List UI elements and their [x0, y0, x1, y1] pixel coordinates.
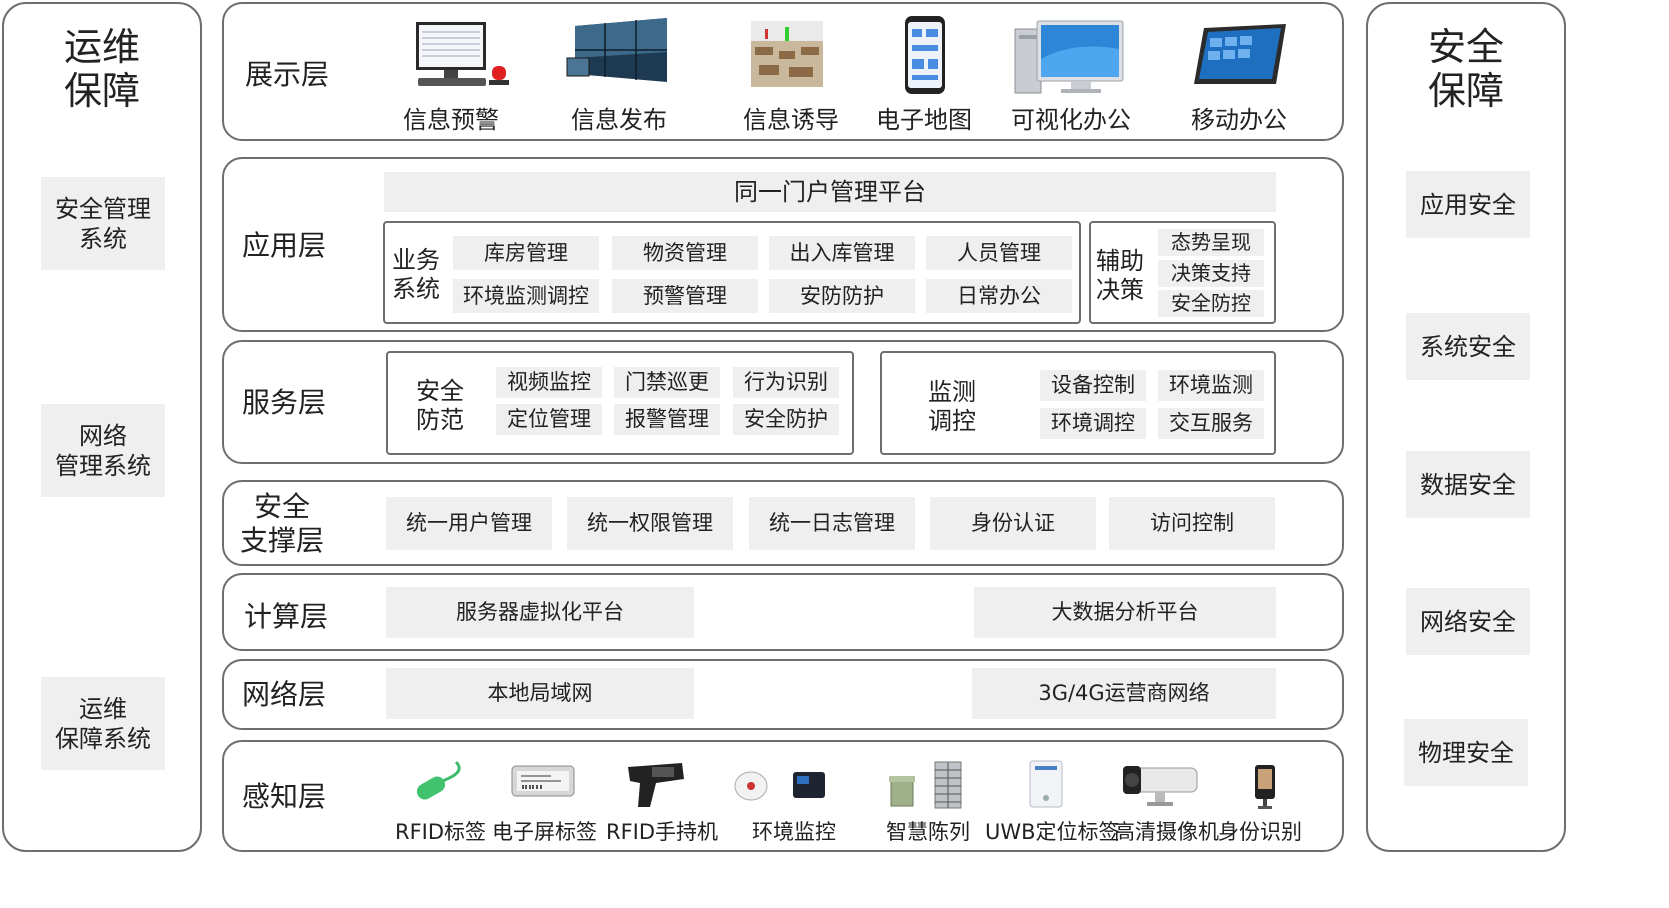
rfid-handheld-label: RFID手持机 [606, 820, 719, 844]
security-prevention-label: 安全 防范 [416, 377, 464, 434]
location-management: 定位管理 [496, 404, 602, 435]
device-control: 设备控制 [1040, 370, 1146, 401]
physical-security: 物理安全 [1404, 719, 1528, 786]
id-recognition-label: 身份识别 [1218, 820, 1302, 844]
decision-support-label: 辅助 决策 [1096, 247, 1144, 304]
warning-management: 预警管理 [612, 279, 758, 313]
service-layer-title: 服务层 [242, 386, 327, 419]
alarm-management: 报警管理 [614, 404, 720, 435]
access-patrol: 门禁巡更 [614, 367, 720, 398]
ops-guarantee-system: 运维保障系统 [41, 677, 165, 770]
big-data-analysis-platform: 大数据分析平台 [974, 587, 1276, 638]
material-management: 物资管理 [612, 236, 758, 270]
ops-guarantee-panel: 运维 保障 安全管理系统 网络管理系统 运维保障系统 [2, 2, 202, 852]
compute-layer-title: 计算层 [244, 600, 329, 633]
tablet-icon [1194, 24, 1286, 84]
e-paper-tag-label: 电子屏标签 [492, 820, 597, 844]
network-security: 网络安全 [1406, 588, 1530, 655]
situation-presentation: 态势呈现 [1158, 229, 1264, 256]
smart-display-label: 智慧陈列 [886, 820, 970, 844]
system-security: 系统安全 [1406, 313, 1530, 380]
app-security: 应用安全 [1406, 171, 1530, 238]
warehouse-management: 库房管理 [453, 236, 599, 270]
unified-permission-management: 统一权限管理 [567, 497, 733, 550]
security-prevention-control: 安全防控 [1158, 290, 1264, 317]
rfid-tag-label: RFID标签 [395, 820, 487, 844]
carrier-network: 3G/4G运营商网络 [972, 668, 1276, 719]
unified-portal-platform: 同一门户管理平台 [384, 172, 1276, 212]
display-layer-title: 展示层 [245, 58, 330, 91]
local-area-network: 本地局域网 [386, 668, 694, 719]
visual-office-label: 可视化办公 [1011, 106, 1131, 134]
network-layer-title: 网络层 [242, 678, 327, 711]
environment-monitoring-label: 环境监控 [752, 820, 836, 844]
e-map-label: 电子地图 [876, 106, 972, 134]
data-security: 数据安全 [1406, 451, 1530, 518]
desktop-pc-icon [1014, 20, 1124, 94]
in-out-management: 出入库管理 [769, 236, 915, 270]
info-guide-label: 信息诱导 [743, 106, 839, 134]
smart-shelf-icon [889, 761, 962, 809]
environment-monitoring-control: 环境监测调控 [453, 279, 599, 313]
rfid-handheld-icon [628, 763, 684, 807]
access-control: 访问控制 [1109, 497, 1275, 550]
video-surveillance: 视频监控 [496, 367, 602, 398]
e-paper-tag-icon [511, 765, 575, 797]
info-publish-label: 信息发布 [571, 106, 667, 134]
security-support-layer-title: 安全 支撑层 [240, 490, 325, 557]
mobile-office-label: 移动办公 [1191, 106, 1287, 134]
hd-camera-label: 高清摄像机 [1114, 820, 1219, 844]
server-virtualization-platform: 服务器虚拟化平台 [386, 587, 694, 638]
decision-support: 决策支持 [1158, 260, 1264, 287]
personnel-management: 人员管理 [926, 236, 1072, 270]
business-system-label: 业务 系统 [392, 246, 440, 303]
security-protection-service: 安全防护 [733, 404, 839, 435]
security-guarantee-title: 安全 保障 [1427, 25, 1504, 113]
rfid-tag-icon [416, 760, 461, 800]
identity-authentication: 身份认证 [930, 497, 1096, 550]
security-guarantee-panel: 安全 保障 应用安全 系统安全 数据安全 网络安全 物理安全 [1366, 2, 1566, 852]
environment-sensor-icon [734, 771, 825, 801]
id-recognition-icon [1255, 765, 1275, 809]
uwb-tag-label: UWB定位标签 [985, 820, 1120, 844]
application-layer-title: 应用层 [242, 229, 327, 262]
security-protection-app: 安防防护 [769, 279, 915, 313]
info-warning-label: 信息预警 [403, 106, 499, 134]
ops-guarantee-title: 运维 保障 [63, 25, 140, 113]
network-management-system: 网络管理系统 [41, 404, 165, 497]
behavior-recognition: 行为识别 [733, 367, 839, 398]
interactive-service: 交互服务 [1158, 408, 1264, 439]
uwb-tag-icon [1029, 760, 1063, 808]
environment-regulation: 环境调控 [1040, 408, 1146, 439]
daily-office: 日常办公 [926, 279, 1072, 313]
video-wall-icon [566, 18, 667, 82]
phone-map-icon [905, 16, 945, 94]
unified-log-management: 统一日志管理 [749, 497, 915, 550]
security-management-system: 安全管理系统 [41, 177, 165, 270]
unified-user-management: 统一用户管理 [386, 497, 552, 550]
hd-camera-icon [1123, 766, 1198, 806]
desktop-alarm-icon [416, 22, 509, 86]
warehouse-guide-icon [751, 21, 823, 87]
environment-monitoring: 环境监测 [1158, 370, 1264, 401]
monitor-control-label: 监测 调控 [928, 378, 976, 435]
sensing-layer-title: 感知层 [242, 780, 327, 813]
